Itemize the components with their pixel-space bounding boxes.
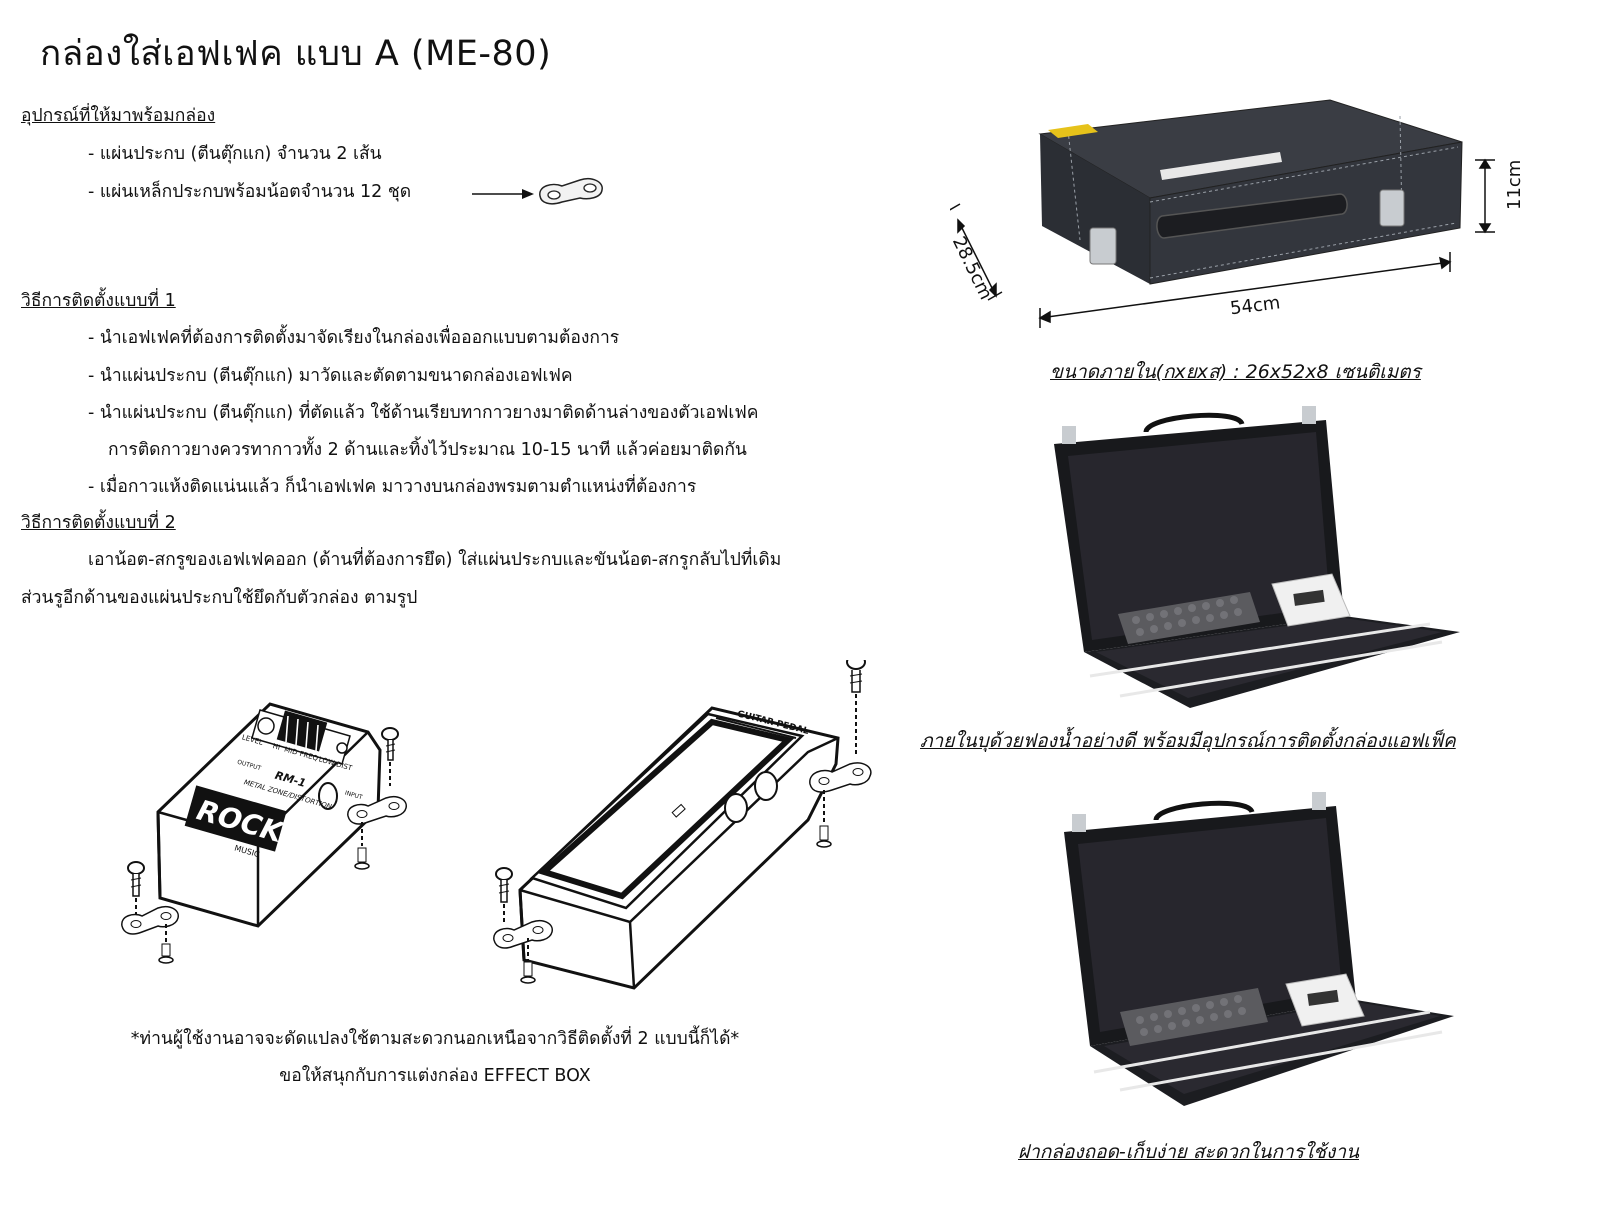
method1-line: - นำแผ่นประกบ (ตีนตุ๊กแก) ที่ตัดแล้ว ใช้… [88,403,759,423]
screw-icon [381,727,399,786]
screw-icon [816,790,832,848]
note-line-1: *ท่านผู้ใช้งานอาจจะดัดแปลงใช้ตามสะดวกนอก… [130,1029,740,1049]
pedal-label-hi: HI [272,742,281,752]
width-dimension: 54cm [1229,292,1282,319]
accessories-heading: อุปกรณ์ที่ให้มาพร้อมกล่อง [21,106,216,126]
stomp-pedal-illustration: LEVEL HI MID FREQ LOW DIST OUTPUT INPUT … [121,702,407,964]
height-dimension: 11cm [1504,160,1525,210]
method2-heading: วิธีการติดตั้งแบบที่ 2 [21,513,176,533]
method1-line: การติดกาวยางควรทากาวทั้ง 2 ด้านและทิ้งไว… [108,440,747,460]
screw-icon [158,924,174,964]
metal-plate-icon [493,920,553,949]
method2-line: เอาน้อต-สกรูของเอฟเฟคออก (ด้านที่ต้องการ… [88,550,782,570]
page-title: กล่องใส่เอฟเฟค แบบ A (ME-80) [40,34,552,74]
metal-plate-icon [539,178,603,205]
screw-icon [127,861,145,914]
method1-line: - นำเอฟเฟคที่ต้องการติดตั้งมาจัดเรียงในก… [88,328,620,348]
plate-arrow-illustration [472,178,603,205]
method2-line: ส่วนรูอีกด้านของแผ่นประกบใช้ยึดกับตัวกล่… [21,588,418,608]
note-line-2: ขอให้สนุกกับการแต่งกล่อง EFFECT BOX [279,1066,591,1086]
foam-caption: ภายในบุด้วยฟองน้ำอย่างดี พร้อมมีอุปกรณ์ก… [920,730,1456,752]
screw-icon [495,867,513,922]
inner-size-caption: ขนาดภายใน(กxยxส) : 26x52x8 เซนติเมตร [1050,361,1421,383]
lid-caption: ฝากล่องถอด-เก็บง่าย สะดวกในการใช้งาน [1018,1141,1359,1163]
metal-plate-icon [347,796,407,825]
method1-line: - เมื่อกาวแห้งติดแน่นแล้ว ก็นำเอฟเฟค มาว… [88,477,697,497]
pedal-label-input: INPUT [344,790,363,802]
pedal-label-mid: MID [283,745,298,756]
screw-icon [354,822,370,870]
screw-icon [520,938,536,984]
screw-icon [846,660,866,670]
depth-dimension: 28.5cm [950,233,996,303]
method1-line: - นำแผ่นประกบ (ตีนตุ๊กแก) มาวัดและตัดตาม… [88,366,573,386]
metal-plate-icon [121,906,179,935]
wah-pedal-illustration: GUITAR PEDAL [493,660,872,990]
method1-heading: วิธีการติดตั้งแบบที่ 1 [21,291,176,311]
open-case-image-1 [1054,406,1460,708]
open-case-image-2 [1064,792,1454,1106]
accessory-item: - แผ่นเหล็กประกบพร้อมน้อตจำนวน 12 ชุด [88,182,412,202]
closed-case-image: 28.5cm 54cm 11cm [950,99,1525,328]
accessory-item: - แผ่นประกบ (ตีนตุ๊กแก) จำนวน 2 เส้น [88,144,382,164]
